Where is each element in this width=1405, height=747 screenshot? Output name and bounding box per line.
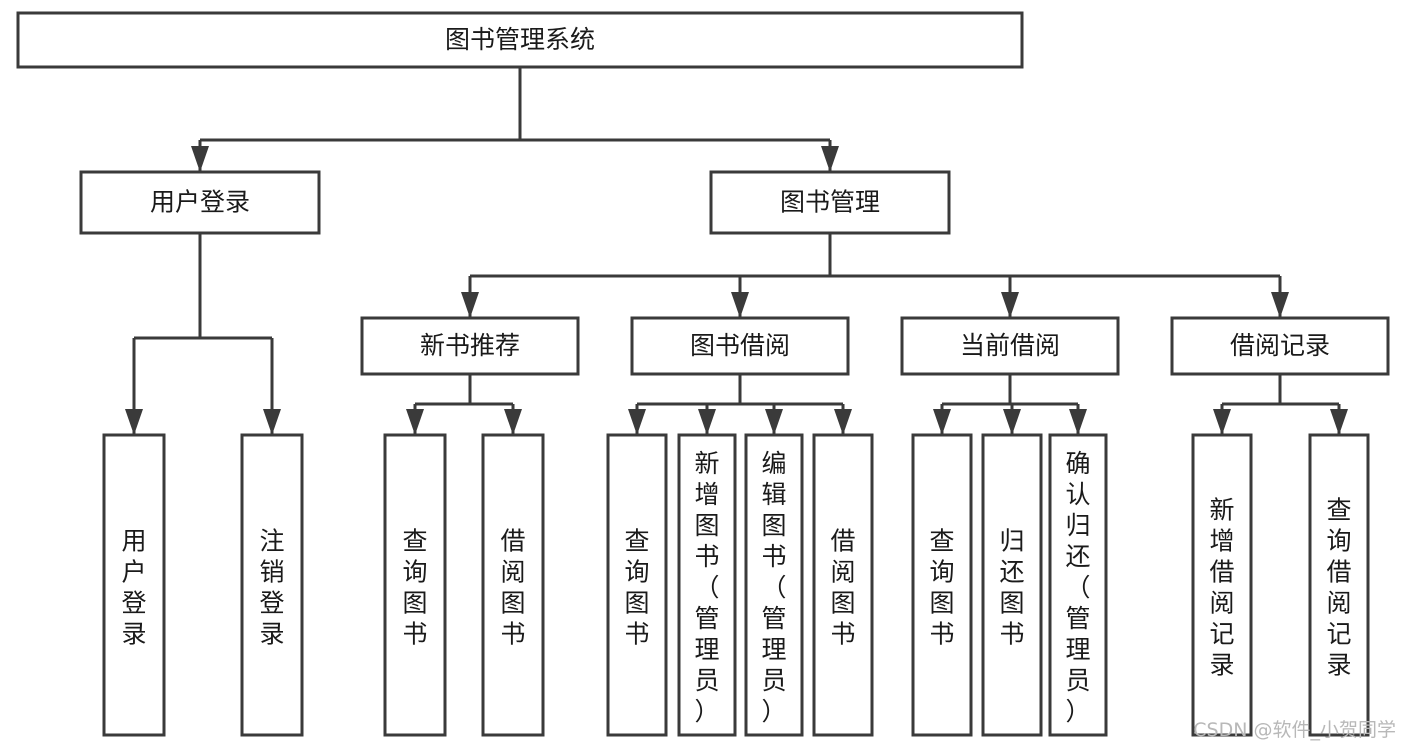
node-leaf-borrow-book-2-box[interactable] bbox=[812, 433, 874, 737]
node-leaf-add-book-label: 新增图书（管理员） bbox=[694, 449, 719, 726]
node-book-management[interactable]: 图书管理 bbox=[709, 170, 951, 235]
node-leaf-borrow-book-1-label: 借阅图书 bbox=[500, 527, 525, 649]
node-leaf-query-book-1[interactable]: 查询图书 bbox=[383, 433, 447, 737]
node-leaf-add-record-label: 新增借阅记录 bbox=[1209, 496, 1234, 680]
node-layer: 图书管理系统用户登录图书管理新书推荐图书借阅当前借阅借阅记录用户登录注销登录查询… bbox=[16, 11, 1390, 737]
node-leaf-edit-book[interactable]: 编辑图书（管理员） bbox=[744, 433, 804, 737]
node-leaf-query-book-1-label: 查询图书 bbox=[402, 527, 427, 649]
node-leaf-logout-box[interactable] bbox=[240, 433, 304, 737]
node-borrow-record-label: 借阅记录 bbox=[1230, 331, 1330, 360]
node-current-borrow[interactable]: 当前借阅 bbox=[900, 316, 1120, 376]
node-leaf-return-book[interactable]: 归还图书 bbox=[981, 433, 1043, 737]
node-book-borrow[interactable]: 图书借阅 bbox=[630, 316, 850, 376]
node-leaf-borrow-book-1[interactable]: 借阅图书 bbox=[481, 433, 545, 737]
node-book-borrow-box[interactable] bbox=[630, 316, 850, 376]
csdn-watermark: CSDN @软件_小贺同学 bbox=[1193, 719, 1396, 741]
node-borrow-record-box[interactable] bbox=[1170, 316, 1390, 376]
node-leaf-edit-book-label: 编辑图书（管理员） bbox=[761, 449, 786, 726]
node-root-system[interactable]: 图书管理系统 bbox=[16, 11, 1024, 69]
node-leaf-query-record[interactable]: 查询借阅记录 bbox=[1308, 433, 1370, 737]
node-leaf-query-record-label: 查询借阅记录 bbox=[1326, 496, 1351, 680]
node-leaf-confirm-return-label: 确认归还（管理员） bbox=[1065, 449, 1090, 726]
node-new-book-recommend-box[interactable] bbox=[360, 316, 580, 376]
node-user-login-box[interactable] bbox=[79, 170, 321, 235]
node-user-login-label: 用户登录 bbox=[150, 188, 250, 217]
node-borrow-record[interactable]: 借阅记录 bbox=[1170, 316, 1390, 376]
node-leaf-borrow-book-2[interactable]: 借阅图书 bbox=[812, 433, 874, 737]
node-leaf-add-book[interactable]: 新增图书（管理员） bbox=[677, 433, 737, 737]
node-root-system-box[interactable] bbox=[16, 11, 1024, 69]
node-root-system-label: 图书管理系统 bbox=[445, 25, 595, 54]
node-leaf-query-book-3[interactable]: 查询图书 bbox=[911, 433, 973, 737]
node-leaf-query-book-2-box[interactable] bbox=[606, 433, 668, 737]
node-leaf-user-login[interactable]: 用户登录 bbox=[102, 433, 166, 737]
node-leaf-logout-label: 注销登录 bbox=[259, 527, 284, 649]
node-leaf-add-record[interactable]: 新增借阅记录 bbox=[1191, 433, 1253, 737]
node-leaf-add-record-box[interactable] bbox=[1191, 433, 1253, 737]
node-new-book-recommend-label: 新书推荐 bbox=[420, 331, 520, 360]
node-book-borrow-label: 图书借阅 bbox=[690, 331, 790, 360]
node-leaf-add-book-box[interactable] bbox=[677, 433, 737, 737]
node-book-management-box[interactable] bbox=[709, 170, 951, 235]
node-leaf-borrow-book-2-label: 借阅图书 bbox=[830, 527, 855, 649]
node-user-login[interactable]: 用户登录 bbox=[79, 170, 321, 235]
node-leaf-return-book-label: 归还图书 bbox=[999, 527, 1024, 649]
node-new-book-recommend[interactable]: 新书推荐 bbox=[360, 316, 580, 376]
node-leaf-query-book-3-box[interactable] bbox=[911, 433, 973, 737]
node-leaf-user-login-label: 用户登录 bbox=[121, 527, 146, 649]
connector-layer bbox=[125, 67, 1348, 435]
node-leaf-query-book-3-label: 查询图书 bbox=[929, 527, 954, 649]
node-leaf-query-book-1-box[interactable] bbox=[383, 433, 447, 737]
node-leaf-logout[interactable]: 注销登录 bbox=[240, 433, 304, 737]
node-leaf-query-book-2-label: 查询图书 bbox=[624, 527, 649, 649]
node-leaf-user-login-box[interactable] bbox=[102, 433, 166, 737]
node-leaf-confirm-return-box[interactable] bbox=[1048, 433, 1108, 737]
node-leaf-borrow-book-1-box[interactable] bbox=[481, 433, 545, 737]
node-leaf-return-book-box[interactable] bbox=[981, 433, 1043, 737]
node-current-borrow-box[interactable] bbox=[900, 316, 1120, 376]
node-leaf-confirm-return[interactable]: 确认归还（管理员） bbox=[1048, 433, 1108, 737]
node-leaf-query-record-box[interactable] bbox=[1308, 433, 1370, 737]
node-current-borrow-label: 当前借阅 bbox=[960, 331, 1060, 360]
node-book-management-label: 图书管理 bbox=[780, 188, 880, 217]
node-leaf-query-book-2[interactable]: 查询图书 bbox=[606, 433, 668, 737]
node-leaf-edit-book-box[interactable] bbox=[744, 433, 804, 737]
